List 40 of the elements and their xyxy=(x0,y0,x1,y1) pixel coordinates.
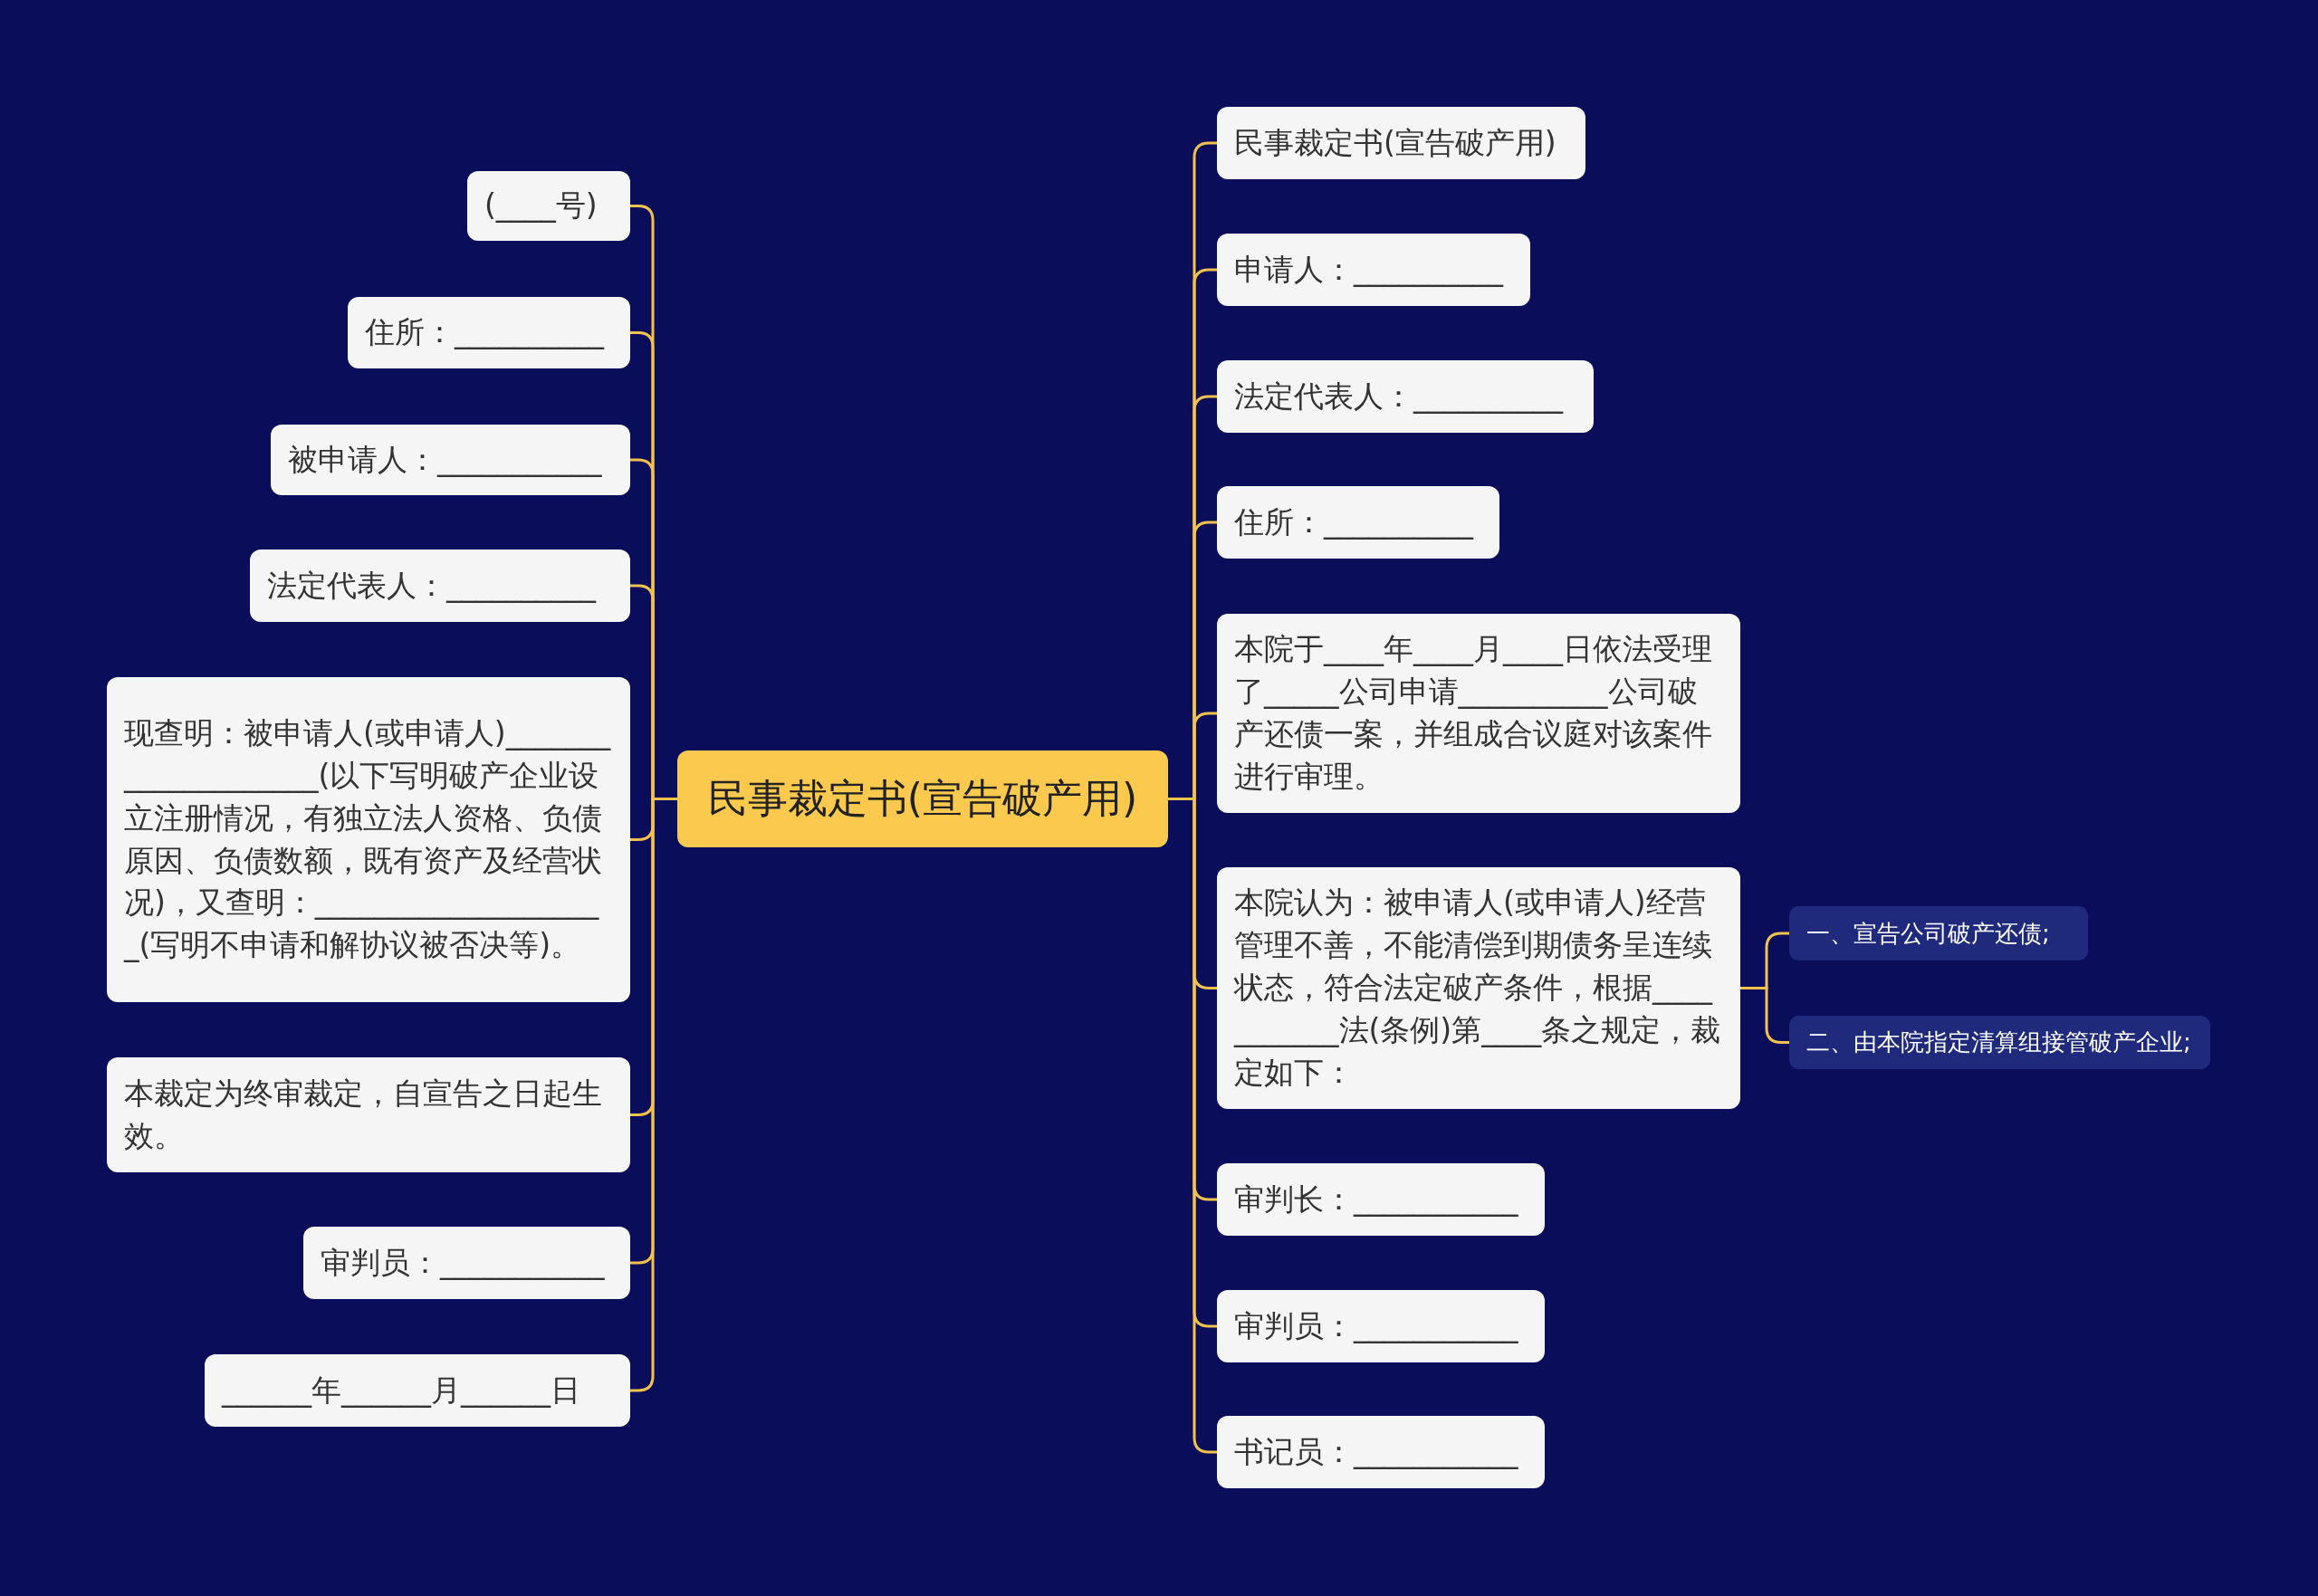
topic-text: 申请人：__________ xyxy=(1234,250,1503,289)
topic-box xyxy=(1217,867,1740,1109)
topic-text: 民事裁定书(宣告破产用) xyxy=(1234,123,1557,162)
topic-box xyxy=(467,171,630,241)
topic-box xyxy=(1217,1416,1545,1488)
topic-text: 审判员：___________ xyxy=(1234,1306,1518,1345)
topic-text: 一、宣告公司破产还债; xyxy=(1806,918,2050,949)
topic-box xyxy=(1217,234,1530,306)
topic-box xyxy=(1217,614,1740,813)
topic-text: 本院于____年____月____日依法受理了_____公司申请__________公司破产还债一案，并组成合议庭对该案件进行审理。 xyxy=(1234,630,1713,796)
topic-text: 审判员：___________ xyxy=(321,1243,605,1282)
topic-box xyxy=(107,1057,630,1172)
topic-text: ______年______月______日 xyxy=(222,1371,580,1410)
topic-box xyxy=(303,1227,630,1299)
subtopic-box xyxy=(1789,1016,2210,1069)
topic-text: 住所：__________ xyxy=(1234,502,1473,541)
topic-text: 书记员：___________ xyxy=(1234,1432,1518,1471)
topic-text: 审判长：___________ xyxy=(1234,1180,1518,1219)
topic-text: 现查明：被申请人(或申请人)____________________(以下写明破产企业设立注册情况，有独立法人资格、负债原因、负债数额，既有资产及经营状况)，又查明：____________________(写明不申请和解协议被否决等)。 xyxy=(124,713,612,965)
topic-text: 住所：__________ xyxy=(365,313,604,352)
topic-text: 被申请人：___________ xyxy=(288,440,602,479)
topic-text: 法定代表人：__________ xyxy=(1234,377,1563,416)
topic-box xyxy=(1217,107,1585,179)
central-topic-box xyxy=(677,750,1168,847)
subtopic-box xyxy=(1789,906,2088,960)
topic-text: 本院认为：被申请人(或申请人)经营管理不善，不能清偿到期债务呈连续状态，符合法定破产条件，根据___________法(条例)第____条之规定，裁定如下： xyxy=(1234,884,1722,1092)
topic-text: (____号) xyxy=(484,186,598,225)
topic-box xyxy=(107,677,630,1002)
topic-box xyxy=(205,1354,630,1427)
topic-box xyxy=(250,550,630,622)
topic-box xyxy=(1217,360,1594,433)
topic-text: 二、由本院指定清算组接管破产企业; xyxy=(1806,1027,2191,1058)
topic-box xyxy=(1217,486,1499,559)
topic-box xyxy=(348,297,630,368)
topic-text: 法定代表人：__________ xyxy=(267,566,596,605)
topic-box xyxy=(1217,1290,1545,1362)
topic-box xyxy=(271,425,630,495)
topic-box xyxy=(1217,1163,1545,1236)
topic-text: 民事裁定书(宣告破产用) xyxy=(707,774,1138,824)
topic-text: 本裁定为终审裁定，自宣告之日起生效。 xyxy=(124,1074,603,1155)
